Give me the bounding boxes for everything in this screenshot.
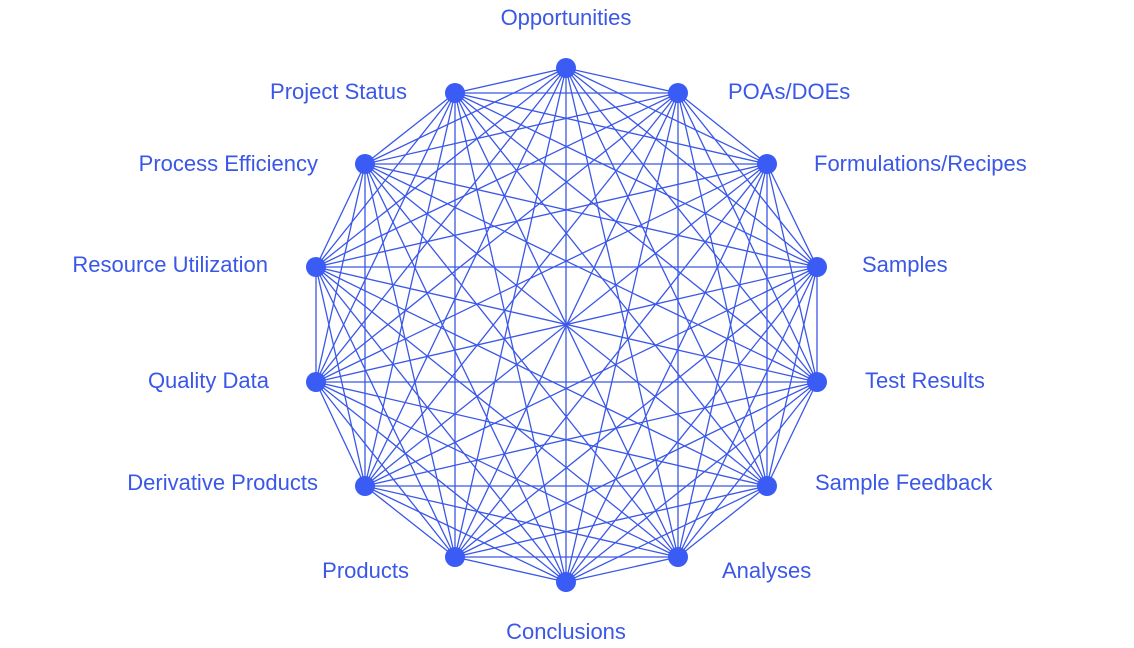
node-derivative-products [355,476,375,496]
node-formulations-recipes [757,154,777,174]
edge-poas-does-quality-data [315,92,679,383]
edge-formulations-recipes-conclusions [565,163,768,583]
edge-analyses-quality-data [315,381,679,558]
edge-test-results-derivative-products [364,381,818,487]
edge-test-results-project-status [454,92,818,383]
edge-opportunities-derivative-products [364,67,567,487]
edge-quality-data-project-status [315,92,456,383]
edge-products-resource-utilization [315,266,456,558]
edge-samples-analyses [677,266,818,558]
edge-samples-products [454,266,818,558]
edge-analyses-project-status [454,92,679,558]
label-poas-does: POAs/DOEs [728,79,850,104]
edge-sample-feedback-quality-data [315,381,768,487]
edge-derivative-products-project-status [364,92,456,487]
edge-derivative-products-resource-utilization [315,266,366,487]
edge-poas-does-process-efficiency [364,92,679,165]
edge-sample-feedback-resource-utilization [315,266,768,487]
label-project-status: Project Status [270,79,407,104]
edge-opportunities-resource-utilization [315,67,567,268]
edge-resource-utilization-project-status [315,92,456,268]
edge-opportunities-products [454,67,567,558]
node-samples [807,257,827,277]
edge-products-derivative-products [364,485,456,558]
edge-test-results-conclusions [565,381,818,583]
edge-conclusions-resource-utilization [315,266,567,583]
edge-formulations-recipes-resource-utilization [315,163,768,268]
node-project-status [445,83,465,103]
edge-sample-feedback-products [454,485,768,558]
edge-derivative-products-quality-data [315,381,366,487]
node-opportunities [556,58,576,78]
edge-opportunities-project-status [454,67,567,94]
edge-poas-does-sample-feedback [677,92,768,487]
edge-formulations-recipes-samples [766,163,818,268]
edge-test-results-analyses [677,381,818,558]
label-layer: OpportunitiesPOAs/DOEsFormulations/Recip… [72,5,1026,644]
edge-conclusions-derivative-products [364,485,567,583]
edge-process-efficiency-project-status [364,92,456,165]
edge-opportunities-analyses [565,67,679,558]
edge-conclusions-products [454,556,567,583]
edge-test-results-process-efficiency [364,163,818,383]
edge-analyses-resource-utilization [315,266,679,558]
label-samples: Samples [862,252,948,277]
edge-samples-project-status [454,92,818,268]
edge-analyses-derivative-products [364,485,679,558]
node-quality-data [306,372,326,392]
node-poas-does [668,83,688,103]
label-formulations-recipes: Formulations/Recipes [814,151,1027,176]
edge-layer [315,67,818,583]
edge-analyses-conclusions [565,556,679,583]
label-quality-data: Quality Data [148,368,270,393]
edge-sample-feedback-project-status [454,92,768,487]
edge-products-process-efficiency [364,163,456,558]
node-layer [306,58,827,592]
node-test-results [807,372,827,392]
node-resource-utilization [306,257,326,277]
edge-resource-utilization-process-efficiency [315,163,366,268]
node-sample-feedback [757,476,777,496]
node-products [445,547,465,567]
edge-analyses-process-efficiency [364,163,679,558]
edge-opportunities-poas-does [565,67,679,94]
label-derivative-products: Derivative Products [127,470,318,495]
label-analyses: Analyses [722,558,811,583]
edge-test-results-sample-feedback [766,381,818,487]
label-sample-feedback: Sample Feedback [815,470,993,495]
edge-conclusions-process-efficiency [364,163,567,583]
label-conclusions: Conclusions [506,619,626,644]
label-opportunities: Opportunities [501,5,632,30]
edge-conclusions-quality-data [315,381,567,583]
edge-poas-does-test-results [677,92,818,383]
node-process-efficiency [355,154,375,174]
edge-opportunities-samples [565,67,818,268]
edge-products-quality-data [315,381,456,558]
node-conclusions [556,572,576,592]
label-test-results: Test Results [865,368,985,393]
edge-opportunities-sample-feedback [565,67,768,487]
edge-quality-data-process-efficiency [315,163,366,383]
edge-conclusions-project-status [454,92,567,583]
label-process-efficiency: Process Efficiency [139,151,318,176]
edge-sample-feedback-analyses [677,485,768,558]
edge-samples-process-efficiency [364,163,818,268]
label-products: Products [322,558,409,583]
edge-formulations-recipes-project-status [454,92,768,165]
edge-poas-does-formulations-recipes [677,92,768,165]
node-analyses [668,547,688,567]
edge-samples-conclusions [565,266,818,583]
label-resource-utilization: Resource Utilization [72,252,268,277]
